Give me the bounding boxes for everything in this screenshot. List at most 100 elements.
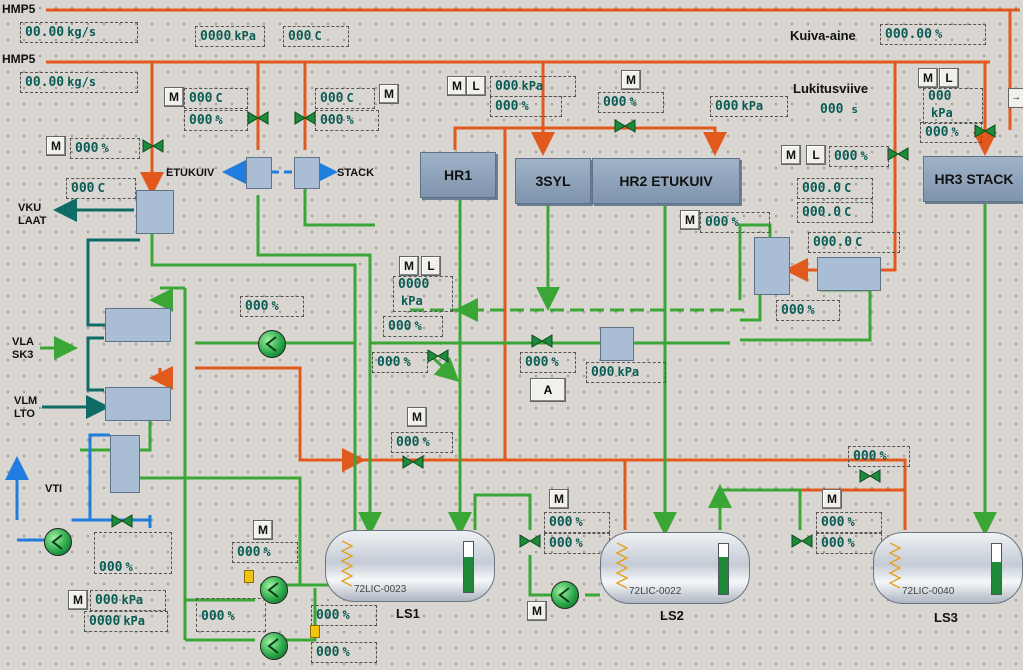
- valve3-pct[interactable]: 000%: [391, 432, 453, 453]
- local-button-7[interactable]: L: [806, 145, 826, 165]
- hr3-valve-pct[interactable]: 000%: [920, 122, 982, 143]
- pump-1[interactable]: [260, 576, 288, 604]
- manual-button-15[interactable]: M: [527, 601, 547, 621]
- control-valve-pct[interactable]: 000%: [520, 352, 576, 373]
- tank-ls1-tag: 72LIC-0023: [354, 584, 407, 595]
- pump2-pct-b[interactable]: 000%: [311, 605, 377, 626]
- etukuiv-label: ETUKUIV: [166, 167, 215, 179]
- center-pressure-device[interactable]: [600, 327, 634, 361]
- etukuiv-valve-pct[interactable]: 000%: [184, 110, 248, 131]
- manual-button-12[interactable]: M: [822, 489, 842, 509]
- pump2-pct-a[interactable]: 000%: [196, 598, 266, 632]
- local-button-4[interactable]: L: [466, 76, 486, 96]
- pump-top-pct[interactable]: 000%: [240, 296, 304, 317]
- ls2-valve-b-pct[interactable]: 000%: [544, 533, 610, 554]
- pump-2[interactable]: [260, 632, 288, 660]
- manual-button-5[interactable]: M: [621, 70, 641, 90]
- valve1-pct[interactable]: 000%: [70, 138, 140, 159]
- local-button-6[interactable]: L: [939, 68, 959, 88]
- manual-button-9[interactable]: M: [399, 256, 419, 276]
- hr2-etukuiv-box[interactable]: HR2 ETUKUIV: [592, 158, 740, 204]
- hr2-manual-pct[interactable]: 000%: [700, 212, 770, 233]
- stack-valve-pct[interactable]: 000%: [315, 110, 379, 131]
- ml-valve-pct[interactable]: 000%: [829, 146, 889, 167]
- manual-button-10[interactable]: M: [407, 407, 427, 427]
- pump-ls2[interactable]: [551, 581, 579, 609]
- lukitusviive-value: 000 s: [820, 102, 858, 117]
- hx-pct[interactable]: 000%: [776, 300, 840, 321]
- tank-ls2[interactable]: 72LIC-0022: [600, 532, 750, 604]
- valve2-pct[interactable]: 000%: [372, 352, 428, 373]
- hr3-stack-box[interactable]: HR3 STACK: [923, 156, 1023, 202]
- tank-ls1-level: [463, 541, 474, 593]
- hr1-box[interactable]: HR1: [420, 152, 496, 198]
- manual-button-2[interactable]: M: [46, 136, 66, 156]
- hr-pct[interactable]: 000%: [490, 96, 562, 117]
- tank-ls1[interactable]: 72LIC-0023: [325, 530, 495, 602]
- tank-ls3-label: LS3: [934, 610, 958, 625]
- ls2-valve-a-pct[interactable]: 000%: [544, 512, 610, 533]
- heat-exchanger-right-horizontal[interactable]: [817, 257, 881, 291]
- heat-exchanger-vti[interactable]: [110, 435, 140, 493]
- pump-top[interactable]: [258, 330, 286, 358]
- pump1-pct[interactable]: 000%: [232, 542, 298, 563]
- hr2-valve-pct[interactable]: 000%: [598, 92, 664, 113]
- pump3-pct[interactable]: 000%: [311, 642, 377, 663]
- manual-button-8[interactable]: M: [680, 210, 700, 230]
- etukuiv-mixer[interactable]: [246, 157, 272, 189]
- heat-exchanger-vla[interactable]: [105, 308, 171, 342]
- tank-ls2-label: LS2: [660, 608, 684, 623]
- pump2-indicator: [310, 625, 320, 638]
- local-button-9[interactable]: L: [421, 256, 441, 276]
- vlm-lto-label: VLM LTO: [14, 395, 38, 420]
- manual-button-14[interactable]: M: [68, 590, 88, 610]
- kuiva-aine-value[interactable]: 000.00%: [880, 24, 986, 45]
- manual-button-6[interactable]: M: [918, 68, 938, 88]
- heat-exchanger-right-vertical[interactable]: [754, 237, 790, 295]
- pump-vti[interactable]: [44, 528, 72, 556]
- heat-exchanger-vlm[interactable]: [105, 387, 171, 421]
- stack-mixer[interactable]: [294, 157, 320, 189]
- manual-button-4[interactable]: M: [447, 76, 467, 96]
- manual-button-3[interactable]: M: [379, 84, 399, 104]
- stack-label: STACK: [337, 167, 375, 179]
- edge-nav-button[interactable]: →: [1008, 88, 1023, 108]
- ls3-valve-b-pct[interactable]: 000%: [816, 533, 882, 554]
- tank-ls3[interactable]: 72LIC-0040: [873, 532, 1023, 604]
- tank-ls1-label: LS1: [396, 606, 420, 621]
- manual-button-7[interactable]: M: [781, 145, 801, 165]
- ls3-valve-a-pct[interactable]: 000%: [816, 512, 882, 533]
- vti-valve-pct[interactable]: 000%: [94, 532, 172, 575]
- kuiva-aine-label: Kuiva-aine: [790, 28, 856, 43]
- 3syl-box[interactable]: 3SYL: [515, 158, 591, 204]
- auto-a-button[interactable]: A: [530, 378, 566, 402]
- tank-ls2-level: [718, 543, 729, 595]
- tank-ls3-level: [991, 543, 1002, 595]
- tank-ls3-tag: 72LIC-0040: [902, 586, 955, 597]
- manual-button-1[interactable]: M: [164, 87, 184, 107]
- manual-button-11[interactable]: M: [549, 489, 569, 509]
- lukitusviive-label: Lukitusviive: [793, 81, 869, 96]
- heat-exchanger-vku[interactable]: [136, 190, 174, 234]
- hmp5-label-top: HMP5: [2, 2, 36, 16]
- center-pct[interactable]: 000%: [383, 316, 443, 337]
- manual-button-13[interactable]: M: [253, 520, 273, 540]
- ls3-recirc-pct[interactable]: 000%: [848, 446, 910, 467]
